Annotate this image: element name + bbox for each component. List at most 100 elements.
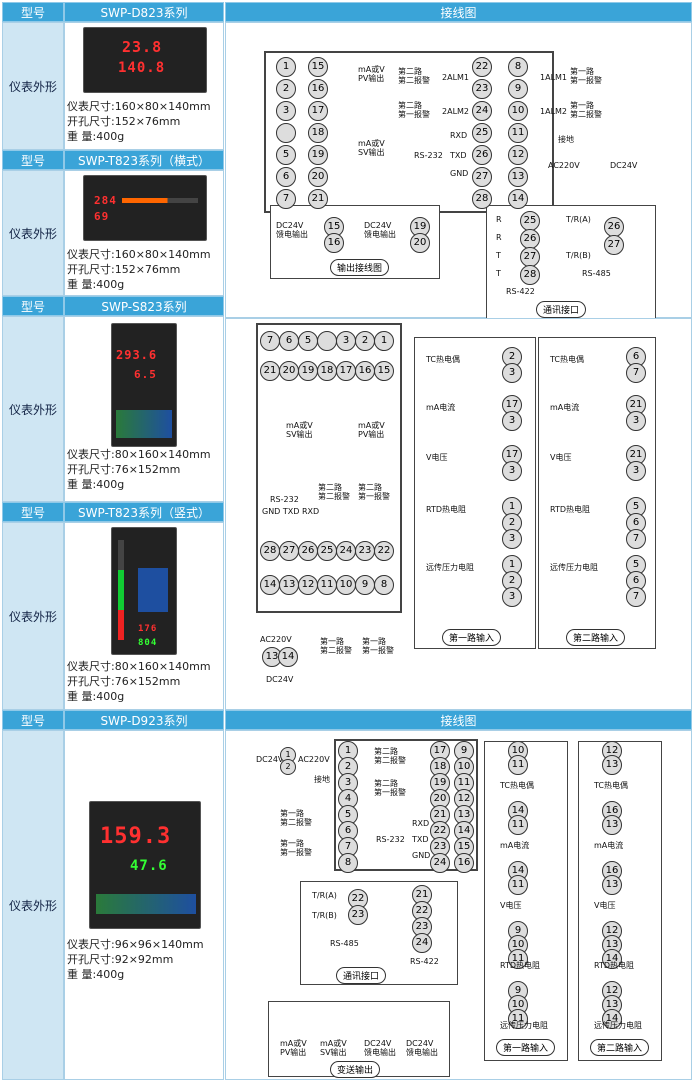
product-cell-5: 159.3 47.6 仪表尺寸:96×96×140mm 开孔尺寸:92×92mm… — [64, 730, 224, 1080]
terminal-14: 14 — [602, 949, 622, 969]
terminal-15: 15 — [308, 57, 328, 77]
terminal-12: 12 — [508, 145, 528, 165]
rs422-label-3: RS-422 — [410, 957, 439, 966]
terminal-16: 16 — [454, 853, 474, 873]
product-cell-4: 176 804 仪表尺寸:80×160×140mm 开孔尺寸:76×152mm … — [64, 522, 224, 710]
product-cell-3: 293.6 6.5 仪表尺寸:80×160×140mm 开孔尺寸:76×152m… — [64, 316, 224, 502]
terminal-27: 27 — [279, 541, 299, 561]
terminal-10: 10 — [336, 575, 356, 595]
header-model-name-3: SWP-S823系列 — [64, 296, 224, 316]
display-secondary-3: 6.5 — [134, 368, 157, 381]
terminal-24: 24 — [472, 101, 492, 121]
ac220-label: AC220V — [548, 161, 580, 170]
terminal-1: 1 — [338, 741, 358, 761]
input-rp-label: 远传压力电阻 — [426, 563, 474, 572]
terminal-9: 9 — [508, 79, 528, 99]
spec-weight: 重 量:400g — [67, 690, 125, 703]
header-model-name-5: SWP-D923系列 — [64, 710, 224, 730]
right-alm-1: 第二路第一报警 — [374, 779, 406, 797]
ground-label-3: 接地 — [314, 775, 330, 784]
terminal-1: 1 — [502, 555, 522, 575]
input-v-label: V电压 — [594, 901, 616, 910]
rs232-label: RS-232 — [414, 151, 443, 160]
terminal-8: 8 — [508, 57, 528, 77]
display-secondary-4: 804 — [138, 638, 158, 648]
device-image: 23.8 140.8 — [83, 27, 207, 93]
spec-weight: 重 量:400g — [67, 130, 125, 143]
input-tc-label: TC热电偶 — [500, 781, 535, 790]
transmit-out-badge: 变送输出 — [330, 1061, 381, 1078]
terminal-21: 21 — [430, 805, 450, 825]
spec-weight: 重 量:400g — [67, 968, 125, 981]
display-secondary-5: 47.6 — [130, 858, 168, 874]
gnd-label-3: GND — [412, 851, 431, 860]
terminal-13: 13 — [279, 575, 299, 595]
tra-label-3: T/R(A) — [312, 891, 337, 900]
appearance-label-4: 仪表外形 — [2, 522, 64, 710]
ralm2-label: 第一路第二报警 — [570, 101, 602, 119]
dc24-label-3: DC24V — [256, 755, 284, 764]
trb-label: T/R(B) — [566, 251, 591, 260]
bargraph — [122, 198, 198, 203]
ac220-label-3: AC220V — [298, 755, 330, 764]
terminal-17: 17 — [336, 361, 356, 381]
terminal-7: 7 — [276, 189, 296, 209]
terminal-18: 18 — [308, 123, 328, 143]
terminal-5: 5 — [276, 145, 296, 165]
left-alm-2: 第一路第一报警 — [280, 839, 312, 857]
terminal-19: 19 — [308, 145, 328, 165]
input-rtd-label: RTD热电阻 — [500, 961, 541, 970]
dc24-label: DC24V — [610, 161, 638, 170]
terminal-17: 17 — [308, 101, 328, 121]
device-image-3: 293.6 6.5 — [111, 323, 177, 447]
terminal-1: 1 — [374, 331, 394, 351]
alm2-label: 第二路第二报警 — [398, 67, 430, 85]
wiring-diagram-d923: DC24V 1 2 AC220V 接地 第一路第二报警 第一路第一报警 第二路第… — [225, 730, 692, 1080]
comm-badge: 通讯接口 — [536, 301, 587, 318]
terminal-27: 27 — [472, 167, 492, 187]
input-ma-label: mA电流 — [594, 841, 624, 850]
spec-weight: 重 量:400g — [67, 478, 125, 491]
rs485-label-3: RS-485 — [330, 939, 359, 948]
terminal-14: 14 — [602, 1009, 622, 1029]
terminal-3: 3 — [502, 363, 522, 383]
spec-cutout: 开孔尺寸:76×152mm — [67, 675, 181, 688]
terminal-13: 13 — [602, 755, 622, 775]
terminal-blank — [317, 331, 337, 351]
terminal-20: 20 — [279, 361, 299, 381]
terminal-20: 20 — [308, 167, 328, 187]
terminal-28: 28 — [260, 541, 280, 561]
terminal-26: 26 — [298, 541, 318, 561]
appearance-label-5: 仪表外形 — [2, 730, 64, 1080]
spec-size: 仪表尺寸:160×80×140mm — [67, 248, 211, 261]
alm-label-b: 第二路第一报警 — [358, 483, 390, 501]
display-primary-5: 159.3 — [100, 824, 172, 849]
terminal-3: 3 — [502, 587, 522, 607]
terminal-13: 13 — [602, 815, 622, 835]
spec-cutout: 开孔尺寸:152×76mm — [67, 263, 181, 276]
terminal-11: 11 — [508, 875, 528, 895]
terminal-16b: 16 — [324, 233, 344, 253]
appearance-label: 仪表外形 — [2, 22, 64, 150]
terminal-2: 2 — [502, 347, 522, 367]
appearance-label-3: 仪表外形 — [2, 316, 64, 502]
terminal-13: 13 — [602, 875, 622, 895]
gnd-label-2: GND TXD RXD — [262, 507, 320, 516]
header-model-name-2: SWP-T823系列（横式） — [64, 150, 224, 170]
left-alm-1: 第一路第二报警 — [280, 809, 312, 827]
input-tc-label: TC热电偶 — [594, 781, 629, 790]
terminal-16: 16 — [355, 361, 375, 381]
terminal-1: 1 — [276, 57, 296, 77]
terminal-7: 7 — [626, 363, 646, 383]
terminal-25b: 25 — [520, 211, 540, 231]
terminal-11: 11 — [317, 575, 337, 595]
terminal-3: 3 — [276, 101, 296, 121]
rs422-label: RS-422 — [506, 287, 535, 296]
terminal-7: 7 — [626, 529, 646, 549]
spec-size: 仪表尺寸:96×96×140mm — [67, 938, 204, 951]
gnd-label: GND — [450, 169, 469, 178]
header-model-2: 型号 — [2, 150, 64, 170]
product-cell-2: 284 69 仪表尺寸:160×80×140mm 开孔尺寸:152×76mm 重… — [64, 170, 224, 296]
ac220-label-2: AC220V — [260, 635, 292, 644]
